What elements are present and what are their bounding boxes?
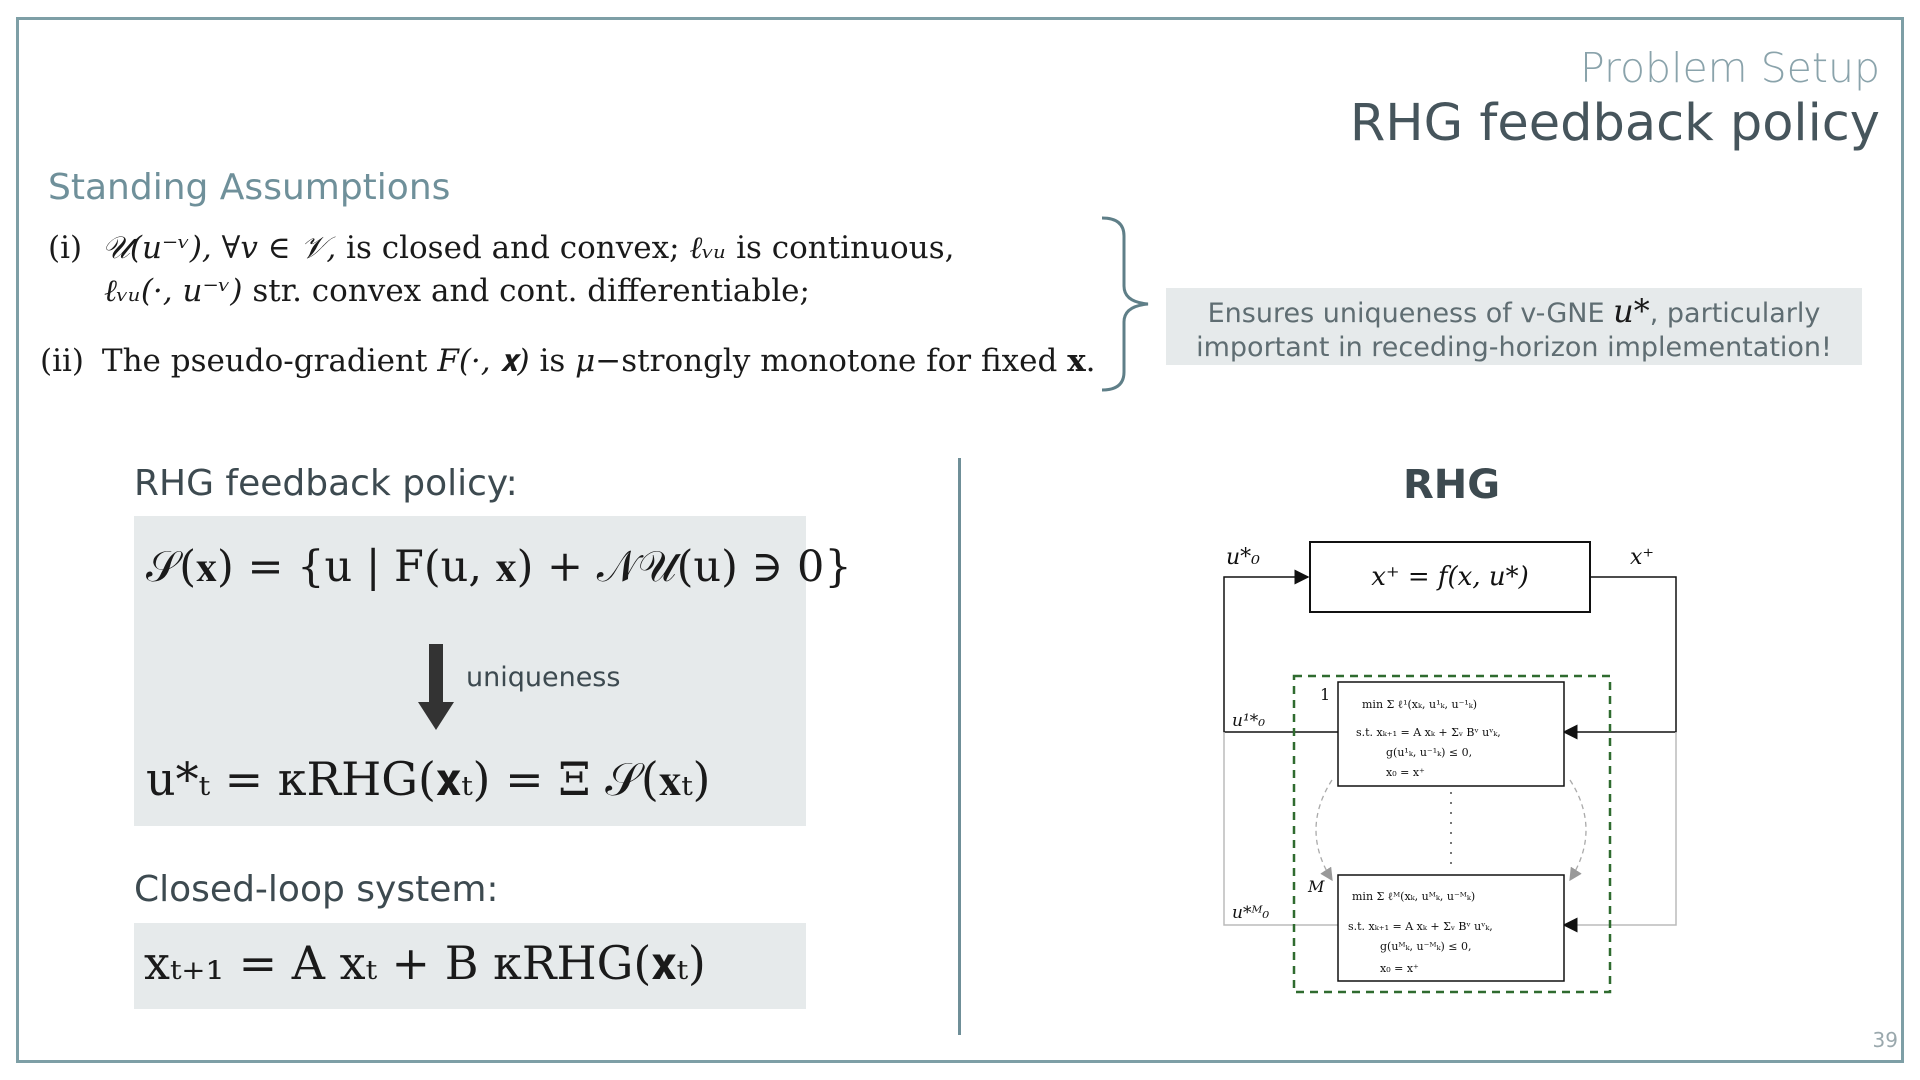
page-number: 39 xyxy=(1872,1028,1898,1052)
assumption-i-line1: (i) 𝒰(u⁻ᵛ), ∀v ∈ 𝒱, is closed and convex… xyxy=(48,230,954,267)
agent-1-output-label: u¹*₀ xyxy=(1232,711,1265,731)
assumption-i-text: is closed and convex; xyxy=(336,230,690,266)
set-equation: 𝒮(𝐱) = {u | F(u, 𝐱) + 𝒩𝒰(u) ∋ 0} xyxy=(146,542,852,592)
assumption-i-label: (i) xyxy=(48,230,83,266)
slide-frame xyxy=(16,17,1904,1063)
note-text-b: , particularly xyxy=(1649,298,1821,329)
assumption-ii-text1: The pseudo-gradient xyxy=(101,343,438,379)
note-math: u* xyxy=(1613,292,1650,330)
assumption-i-line2-text: str. convex and cont. differentiable; xyxy=(242,273,810,309)
assumption-i-text2: is continuous, xyxy=(726,230,955,266)
plant-label: x⁺ = f(x, u*) xyxy=(1371,562,1529,592)
diagram-heading: RHG xyxy=(1403,462,1501,508)
agent-M-line-3: g(uᴹₖ, u⁻ᴹₖ) ≤ 0, xyxy=(1380,940,1472,953)
assumptions-heading: Standing Assumptions xyxy=(48,167,451,208)
assumption-i-line2: ℓᵥᵤ(·, u⁻ᵛ) str. convex and cont. differ… xyxy=(104,273,810,309)
agent-1-index: 1 xyxy=(1320,685,1330,704)
input-label: u*₀ xyxy=(1226,545,1260,570)
down-arrow-icon xyxy=(418,644,454,730)
agent-1-line-3: g(u¹ₖ, u⁻¹ₖ) ≤ 0, xyxy=(1386,746,1472,759)
rhg-diagram: x⁺ = f(x, u*) 1 min Σ ℓ¹(xₖ, u¹ₖ, u⁻¹ₖ) … xyxy=(1223,541,1677,994)
policy-heading: RHG feedback policy: xyxy=(134,463,518,504)
agent-M-line-2: s.t. xₖ₊₁ = A xₖ + Σᵥ Bᵛ uᵛₖ, xyxy=(1348,920,1493,933)
curly-brace-icon xyxy=(1101,216,1149,392)
vertical-divider xyxy=(958,458,961,1035)
assumption-ii-text2: is xyxy=(529,343,576,379)
assumption-ii-text3: −strongly monotone for fixed xyxy=(595,343,1068,379)
section-title: Problem Setup xyxy=(1580,44,1880,92)
policy-equation: u*ₜ = κRHG(𝐱ₜ) = Ξ 𝒮(𝐱ₜ) xyxy=(146,752,711,806)
output-label: x⁺ xyxy=(1630,545,1654,570)
assumption-ii: (ii) The pseudo-gradient F(·, 𝐱) is μ−st… xyxy=(40,343,1096,380)
agent-M-line-1: min Σ ℓᴹ(xₖ, uᴹₖ, u⁻ᴹₖ) xyxy=(1352,890,1475,903)
slide-title: RHG feedback policy xyxy=(1349,94,1880,153)
closed-loop-box xyxy=(134,923,806,1009)
assumption-ii-math: F(·, 𝐱) xyxy=(437,343,530,379)
policy-box xyxy=(134,516,806,826)
agent-1-line-1: min Σ ℓ¹(xₖ, u¹ₖ, u⁻¹ₖ) xyxy=(1362,698,1477,711)
agent-M-line-4: x₀ = x⁺ xyxy=(1380,962,1419,975)
assumption-i-line2-math: ℓᵥᵤ(·, u⁻ᵛ) xyxy=(104,273,243,309)
agent-M-block xyxy=(1337,874,1565,982)
uniqueness-label: uniqueness xyxy=(466,662,621,693)
note-line2: important in receding-horizon implementa… xyxy=(1196,332,1832,363)
uniqueness-note: Ensures uniqueness of v-GNE u*, particul… xyxy=(1166,288,1862,365)
assumption-ii-x: 𝐱 xyxy=(1067,343,1086,379)
closed-loop-heading: Closed-loop system: xyxy=(134,869,499,910)
assumption-ii-end: . xyxy=(1085,343,1096,379)
agent-1-line-2: s.t. xₖ₊₁ = A xₖ + Σᵥ Bᵛ uᵛₖ, xyxy=(1356,726,1501,739)
game-boundary xyxy=(1292,674,1612,994)
agent-M-output-label: u*ᴹ₀ xyxy=(1232,903,1269,923)
assumption-i-loss: ℓᵥᵤ xyxy=(689,230,727,266)
note-text-a: Ensures uniqueness of v-GNE xyxy=(1207,298,1614,329)
plant-block xyxy=(1309,541,1591,613)
closed-loop-equation: xₜ₊₁ = A xₜ + B κRHG(𝐱ₜ) xyxy=(144,936,706,990)
assumption-ii-mu: μ xyxy=(575,343,596,379)
assumption-ii-label: (ii) xyxy=(40,343,85,379)
agent-1-line-4: x₀ = x⁺ xyxy=(1386,766,1425,779)
assumption-i-math: 𝒰(u⁻ᵛ), ∀v ∈ 𝒱, xyxy=(101,230,337,266)
agent-1-block xyxy=(1337,681,1565,787)
agent-M-index: M xyxy=(1307,877,1325,896)
